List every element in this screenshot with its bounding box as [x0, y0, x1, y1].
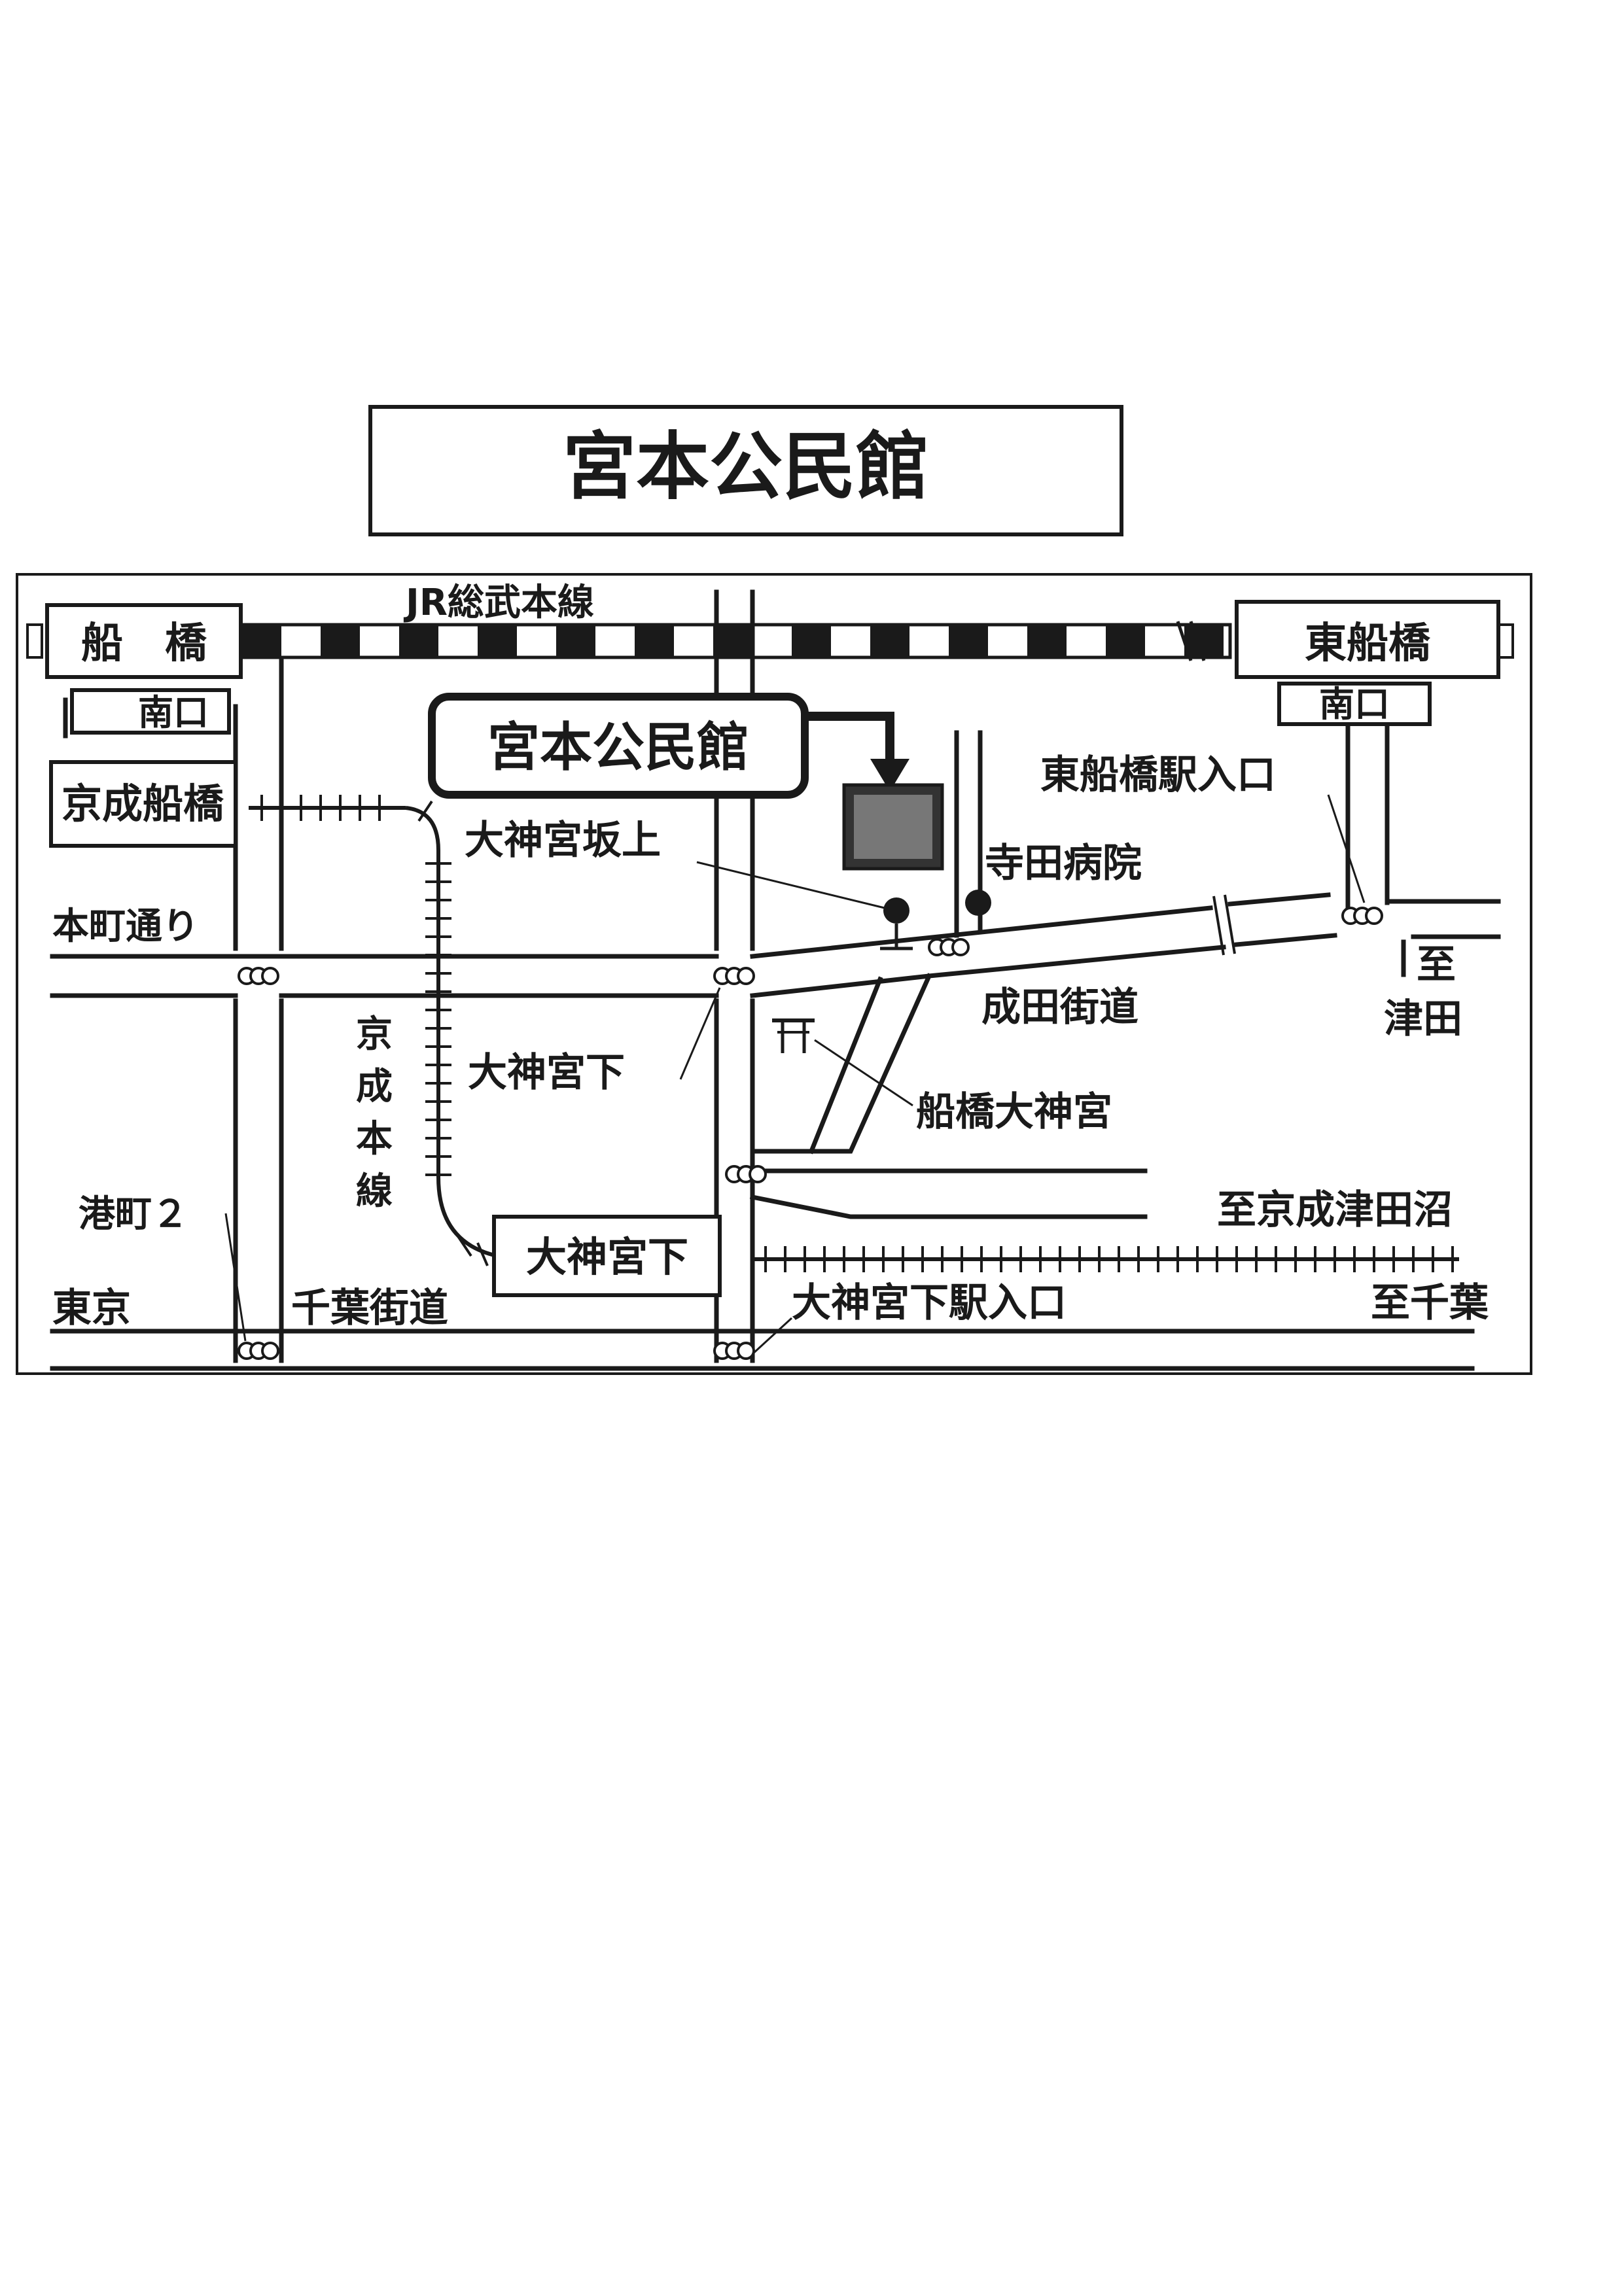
to-keisei-tsudanuma-label: 至京成津田沼 [1217, 1187, 1453, 1233]
bus-stops [238, 907, 1383, 1360]
station-keisei-funabashi-label: 京成船橋 [62, 780, 224, 827]
omiya-sakaue-label: 大神宮坂上 [465, 818, 661, 863]
keisei-line-label-1: 京 [356, 1013, 393, 1056]
station-higashi-funabashi-label: 東船橋 [1305, 619, 1431, 668]
destination-callout-label: 宮本公民館 [487, 717, 749, 778]
to-tsudanuma-label-2: 津田 [1384, 996, 1462, 1042]
to-chiba-label: 至千葉 [1371, 1280, 1489, 1326]
higashi-funabashi-entrance-label: 東船橋駅入口 [1040, 752, 1276, 798]
roads [50, 589, 1501, 1371]
omiyashita-bus-label: 大神宮下 [468, 1050, 625, 1096]
destination-callout[interactable]: 宮本公民館 [428, 693, 809, 799]
station-funabashi-label: 船 橋 [81, 619, 207, 668]
map-frame [16, 573, 1532, 1375]
tokyo-label: 東京 [52, 1285, 131, 1331]
destination-arrow [806, 712, 909, 791]
terada-hospital-marker [965, 890, 991, 916]
keisei-line-label-3: 本 [356, 1118, 393, 1160]
station-funabashi[interactable]: 船 橋 [45, 603, 243, 679]
station-higashi-funabashi-south-exit[interactable]: 南口 [1277, 682, 1432, 726]
building-marker[interactable] [842, 783, 944, 871]
station-higashi-funabashi-south-label: 南口 [1319, 684, 1390, 725]
station-omiyashita-label: 大神宮下 [526, 1233, 688, 1281]
station-funabashi-south-label: 南口 [138, 692, 209, 733]
station-funabashi-south-exit[interactable]: 南口 [70, 688, 231, 735]
title-box [368, 405, 1123, 536]
narita-kaido-label: 成田街道 [981, 984, 1139, 1030]
funabashi-daijingu-label: 船橋大神宮 [916, 1089, 1112, 1135]
station-keisei-funabashi[interactable]: 京成船橋 [49, 760, 238, 848]
page-title: 宮本公民館 [563, 425, 929, 510]
station-higashi-funabashi[interactable]: 東船橋 [1235, 600, 1500, 679]
omiya-sakaue-marker [880, 897, 913, 950]
keisei-line-label-4: 線 [356, 1170, 393, 1213]
honcho-dori-label: 本町通り [52, 905, 199, 948]
chiba-kaido-label: 千葉街道 [291, 1285, 448, 1331]
keisei-line-label-2: 成 [356, 1066, 393, 1108]
station-omiyashita[interactable]: 大神宮下 [492, 1215, 722, 1297]
leader-lines [224, 794, 1366, 1355]
to-tsudanuma-label-1: 至 [1417, 942, 1456, 988]
jr-line-label: JR総武本線 [403, 582, 594, 624]
keisei-line [249, 795, 1459, 1272]
terada-hospital-label: 寺田病院 [985, 841, 1142, 886]
shrine-torii-icon [772, 1018, 815, 1053]
minatomachi-label: 港町２ [79, 1193, 188, 1236]
jr-sobu-line [26, 621, 1514, 661]
omiyashita-entrance-label: 大神宮下駅入口 [792, 1280, 1067, 1326]
